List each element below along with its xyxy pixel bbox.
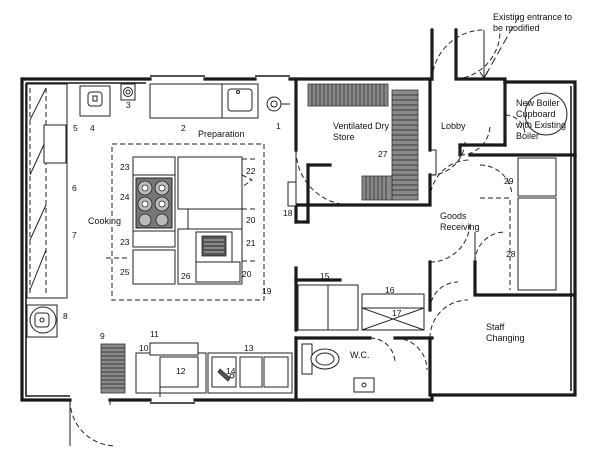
- island-right: [177, 156, 243, 285]
- label-dry-store-1: Ventilated Dry: [333, 121, 390, 131]
- num-15: 15: [320, 271, 330, 281]
- num-16: 16: [385, 285, 395, 295]
- num-21: 21: [246, 238, 256, 248]
- partition-markers: [430, 149, 511, 290]
- label-dry-store-2: Store: [333, 132, 355, 142]
- num-29: 29: [504, 176, 514, 186]
- num-5: 5: [73, 123, 78, 133]
- num-6: 6: [72, 183, 77, 193]
- num-3: 3: [126, 100, 131, 110]
- unit-10-11-12: [135, 342, 207, 397]
- num-18: 18: [283, 208, 293, 218]
- num-28: 28: [506, 249, 516, 259]
- unit-17: [361, 307, 425, 331]
- num-10: 10: [139, 343, 149, 353]
- exterior-walls: [20, 28, 577, 404]
- label-goods-1: Goods: [440, 211, 467, 221]
- num-17: 17: [392, 308, 402, 318]
- hand-basin-8: [26, 304, 58, 338]
- num-14: 14: [226, 366, 236, 376]
- interior-walls: [294, 77, 577, 402]
- locker-28: [517, 197, 557, 291]
- num-7: 7: [72, 230, 77, 240]
- dry-store-shelves: [307, 83, 419, 201]
- entrance-door-swing: [431, 29, 485, 80]
- num-22: 22: [246, 166, 256, 176]
- label-wc: W.C.: [350, 350, 370, 360]
- room-labels: Preparation Cooking Ventilated Dry Store…: [88, 121, 525, 360]
- label-staff-1: Staff: [486, 322, 505, 332]
- island-boundary: [111, 143, 265, 301]
- note-entrance-1: Existing entrance to: [493, 12, 572, 22]
- equipment-numbers: 1 2 3 4 5 6 7 8 9 10 11 12 13 14 15 16 1…: [63, 100, 516, 376]
- label-lobby: Lobby: [441, 121, 466, 131]
- num-12: 12: [176, 366, 186, 376]
- num-27: 27: [378, 149, 388, 159]
- note-boiler-2: Cupboard: [516, 109, 556, 119]
- num-23a: 23: [120, 162, 130, 172]
- label-staff-2: Changing: [486, 333, 525, 343]
- num-23b: 23: [120, 237, 130, 247]
- shelving-9: [100, 343, 126, 394]
- note-boiler-1: New Boiler: [516, 98, 560, 108]
- label-preparation: Preparation: [198, 129, 245, 139]
- num-26: 26: [181, 271, 191, 281]
- utensil-3: [120, 83, 136, 101]
- note-boiler-4: Boiler: [516, 131, 539, 141]
- num-20b: 20: [242, 269, 252, 279]
- num-13: 13: [244, 343, 254, 353]
- num-9: 9: [100, 331, 105, 341]
- num-2: 2: [181, 123, 186, 133]
- label-cooking: Cooking: [88, 216, 121, 226]
- toilet: [301, 343, 340, 375]
- note-entrance-2: be modified: [493, 23, 540, 33]
- sink-unit-13-14: [207, 352, 293, 394]
- num-20a: 20: [246, 215, 256, 225]
- locker-29: [517, 157, 557, 197]
- fridge-15: [297, 284, 359, 331]
- notes: Existing entrance to be modified New Boi…: [493, 12, 572, 141]
- wc-basin: [353, 377, 375, 393]
- cooking-line: [26, 83, 68, 299]
- num-8: 8: [63, 311, 68, 321]
- range-24: [132, 156, 176, 285]
- label-goods-2: Receiving: [440, 222, 480, 232]
- external-lines: [479, 15, 520, 79]
- island-markers: [106, 158, 258, 262]
- vent-18: [287, 181, 297, 207]
- counter-2: [149, 83, 223, 119]
- num-19: 19: [262, 286, 272, 296]
- num-1: 1: [276, 121, 281, 131]
- num-24: 24: [120, 192, 130, 202]
- boiler: [524, 92, 568, 136]
- note-boiler-3: with Existing: [515, 120, 566, 130]
- num-25: 25: [120, 267, 130, 277]
- num-4: 4: [90, 123, 95, 133]
- unit-16: [361, 293, 425, 309]
- num-11: 11: [150, 329, 159, 339]
- sink-1: [221, 83, 290, 119]
- hand-sink-4: [79, 85, 111, 117]
- worktop-5: [43, 124, 67, 164]
